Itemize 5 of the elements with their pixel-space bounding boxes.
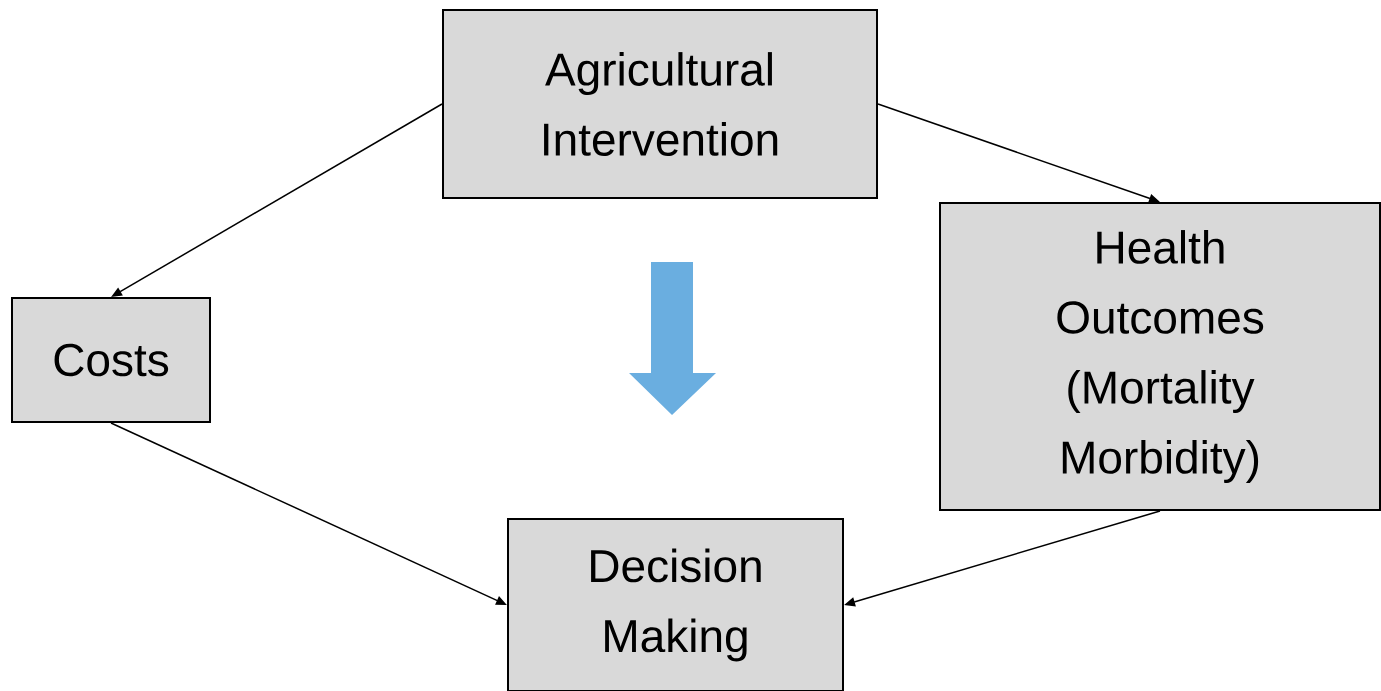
- process-box: Health Outcomes (Mortality Morbidity): [939, 202, 1381, 511]
- process-box: Costs: [11, 297, 211, 423]
- arrow: [111, 103, 443, 297]
- process-box: Agricultural Intervention: [442, 9, 878, 199]
- process-box: Decision Making: [507, 518, 844, 691]
